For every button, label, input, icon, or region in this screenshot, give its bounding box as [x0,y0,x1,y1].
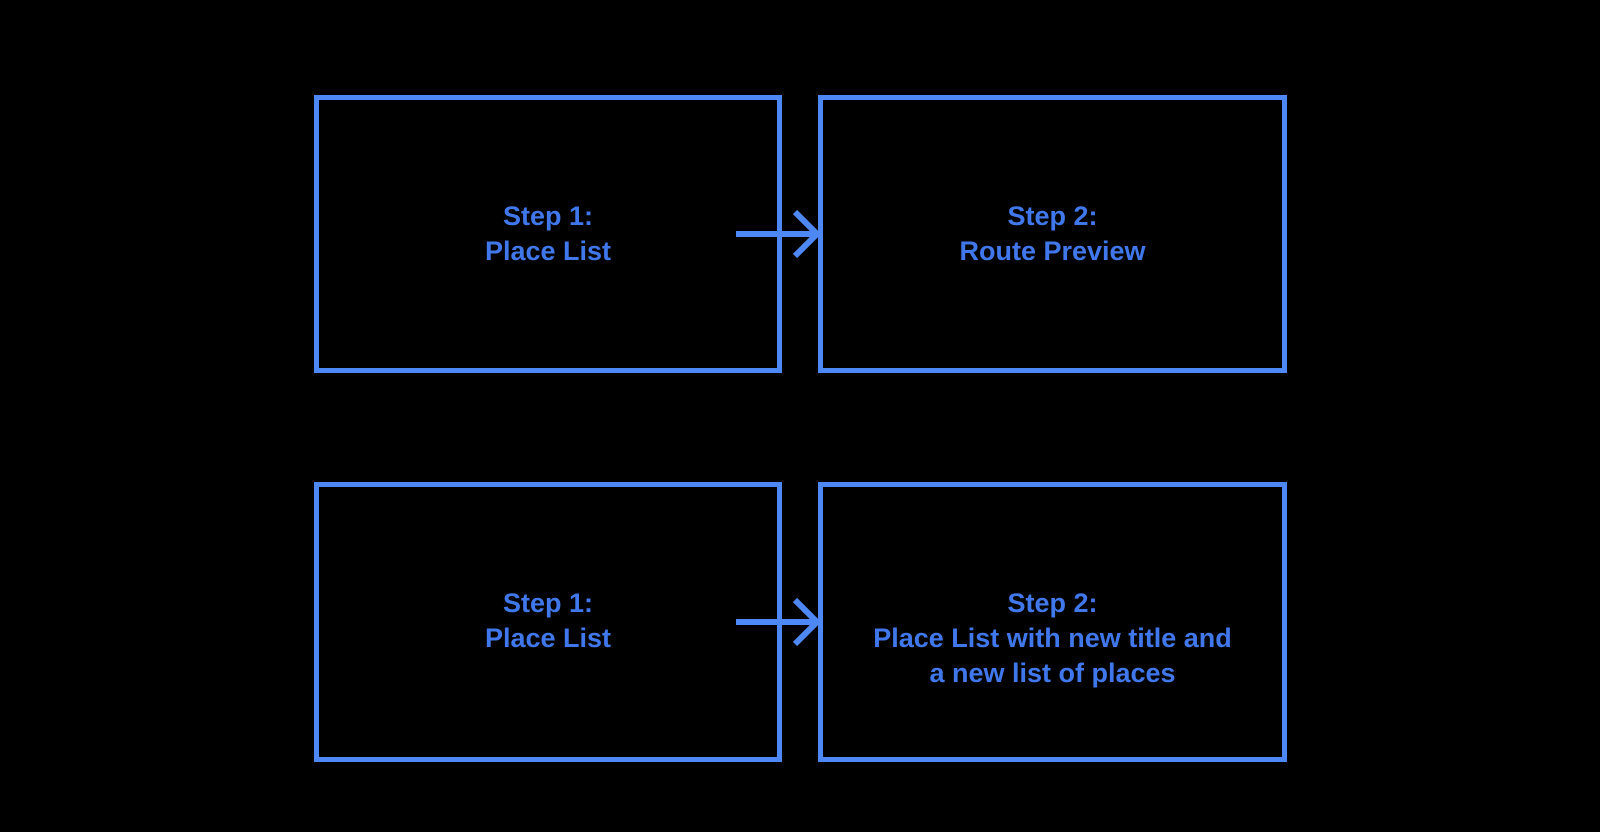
step2-place-list-new-title-box: Step 2: Place List with new title and a … [818,482,1287,762]
step-number-line: Step 1: [502,588,594,618]
step-number-line: Step 2: [1007,201,1098,231]
step2-route-preview-box: Step 2: Route Preview [818,95,1287,373]
step-title-line: Place List [484,623,612,653]
step2-label-row2: Step 2: Place List with new title and a … [823,586,1282,691]
arrow-right-icon [736,597,822,647]
step1-label-row1: Step 1: Place List [319,199,777,269]
arrow-right-icon [736,209,822,259]
step1-place-list-box-row2: Step 1: Place List [314,482,782,762]
step1-label-row2: Step 1: Place List [319,586,777,656]
step2-label-row1: Step 2: Route Preview [823,199,1282,269]
step-title-line: Place List [484,236,612,266]
step1-place-list-box-row1: Step 1: Place List [314,95,782,373]
step-number-line: Step 2: [1007,588,1098,618]
step-number-line: Step 1: [502,201,594,231]
step-title-line: Route Preview [959,236,1146,266]
step-title-line: Place List with new title and [873,623,1232,653]
step-title-line: a new list of places [929,658,1176,688]
